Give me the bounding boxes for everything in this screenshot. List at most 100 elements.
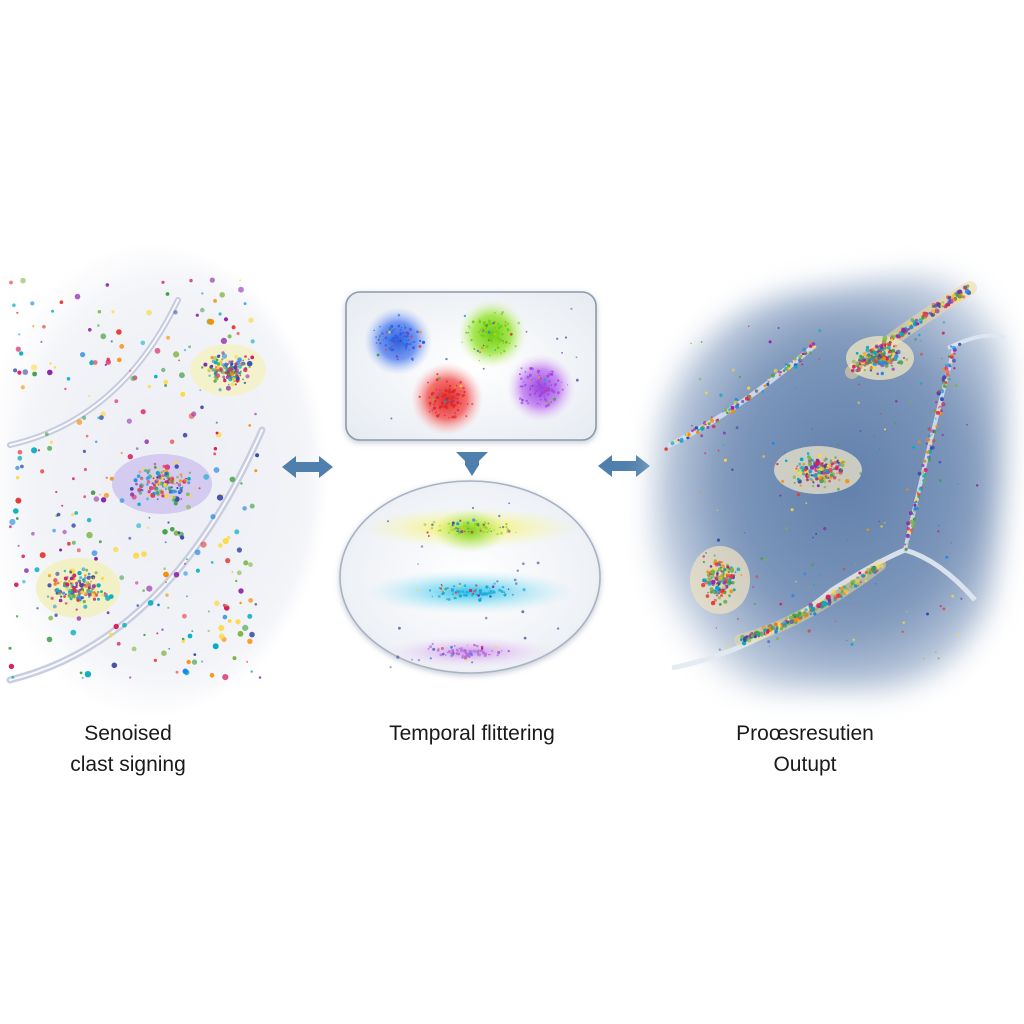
particle-dot [840,590,844,593]
particle-dot [805,502,808,504]
particle-dot [216,375,218,377]
particle-dot [951,594,955,598]
particle-dot [937,657,940,660]
particle-dot [777,621,782,626]
particle-dot [222,375,226,379]
particle-dot [55,587,60,593]
particle-dot [390,324,394,328]
right-output-particles [664,284,981,660]
particle-dot [717,420,720,424]
particle-dot [157,483,160,486]
particle-dot [106,611,110,615]
particle-dot [976,484,979,487]
particle-dot [722,585,726,589]
particle-dot [111,310,115,314]
particle-dot [884,356,889,361]
particle-dot [188,413,195,419]
particle-dot [460,649,463,652]
particle-dot [432,647,436,651]
particle-dot [445,406,449,410]
particle-dot [176,475,179,479]
particle-dot [506,528,509,531]
particle-dot [722,444,725,446]
particle-dot [373,329,375,332]
particle-dot [409,342,412,346]
particle-dot [464,594,468,597]
particle-dot [799,457,804,462]
particle-dot [529,386,532,388]
particle-dot [146,309,152,316]
particle-dot [766,382,770,386]
particle-dot [793,482,796,484]
particle-dot [919,382,923,385]
particle-dot [502,333,504,336]
particle-dot [458,584,461,588]
particle-dot [909,325,914,330]
particle-dot [231,325,236,330]
particle-dot [820,466,825,471]
particle-dot [142,484,145,487]
particle-dot [71,576,75,581]
particle-dot [432,398,435,401]
particle-dot [413,341,416,343]
particle-dot [958,342,962,346]
particle-dot [715,589,721,595]
particle-dot [503,350,506,353]
particle-dot [898,330,901,333]
particle-dot [826,464,830,468]
particle-dot [709,418,715,423]
particle-dot [877,357,880,360]
particle-dot [716,569,720,573]
particle-dot [966,423,968,426]
particle-dot [463,584,467,587]
particle-dot [15,517,19,520]
particle-dot [83,604,88,609]
particle-dot [173,351,180,358]
particle-dot [200,405,204,410]
particle-dot [812,536,814,539]
particle-dot [776,637,779,641]
particle-dot [12,303,16,308]
particle-dot [713,554,716,557]
particle-dot [811,428,813,430]
particle-dot [743,532,746,534]
particle-dot [154,347,161,354]
particle-dot [254,412,257,416]
particle-dot [777,327,780,329]
particle-dot [890,338,894,342]
particle-dot [927,457,932,462]
particle-dot [448,388,451,391]
particle-dot [94,440,98,444]
particle-dot [880,525,883,528]
particle-dot [937,389,941,393]
particle-dot [182,432,188,438]
particle-dot [32,371,37,377]
particle-dot [491,650,493,652]
particle-dot [496,532,499,536]
particle-dot [463,530,466,533]
particle-dot [175,670,179,674]
particle-dot [399,334,401,336]
particle-dot [178,492,181,494]
particle-dot [452,593,454,595]
particle-dot [400,327,403,329]
particle-dot [729,567,735,573]
particle-dot [119,575,125,581]
particle-dot [803,572,807,576]
particle-dot [865,348,870,353]
particle-dot [894,354,899,359]
particle-dot [719,393,723,397]
particle-dot [809,612,812,616]
particle-dot [890,334,895,340]
particle-dot [227,619,232,623]
particle-dot [764,558,768,562]
particle-dot [234,529,240,535]
particle-dot [821,471,826,476]
particle-dot [15,465,20,471]
particle-dot [811,484,815,488]
particle-dot [453,527,456,531]
particle-dot [241,361,246,366]
middle-filter-oval [339,480,601,674]
particle-dot [886,345,892,350]
particle-dot [705,421,709,425]
